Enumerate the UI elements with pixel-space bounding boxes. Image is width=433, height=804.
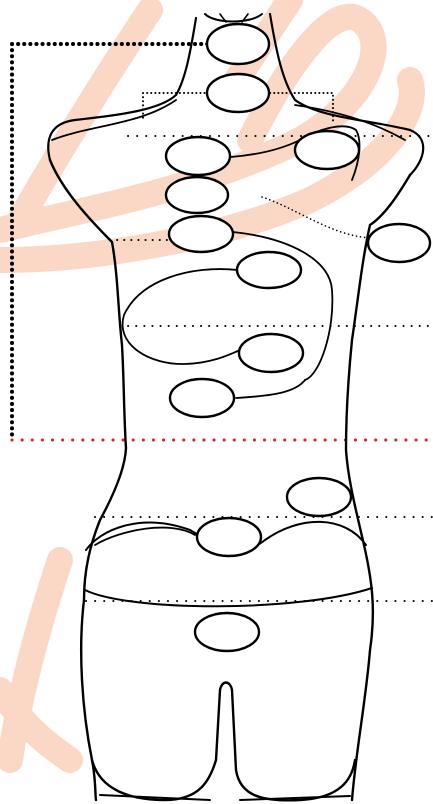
- hip-side-label[interactable]: [285, 476, 353, 518]
- underbust-lower-label[interactable]: [237, 332, 305, 374]
- thigh-label[interactable]: [193, 611, 261, 653]
- arm-label[interactable]: [366, 222, 432, 264]
- arm-guide-curve: [261, 196, 371, 239]
- neck-guide-line: [10, 42, 212, 442]
- hip-label[interactable]: [195, 516, 263, 558]
- bust-loop: [121, 268, 241, 365]
- waist-label[interactable]: [168, 377, 236, 419]
- measurement-points: [164, 22, 432, 653]
- neck-base-label[interactable]: [205, 72, 271, 114]
- chest-label[interactable]: [164, 175, 230, 215]
- connector-lines: [94, 125, 361, 546]
- bust-label[interactable]: [167, 214, 235, 254]
- watermark-swirl: [0, 0, 425, 773]
- underbust-connector: [235, 379, 306, 399]
- shoulder-label[interactable]: [164, 135, 232, 177]
- neck-label[interactable]: [205, 22, 271, 66]
- chest-upper-label[interactable]: [293, 129, 361, 171]
- body-outline: [47, 12, 425, 802]
- bust-connector: [232, 231, 334, 381]
- underbust-upper-label[interactable]: [235, 250, 303, 290]
- waist-curve: [94, 526, 196, 546]
